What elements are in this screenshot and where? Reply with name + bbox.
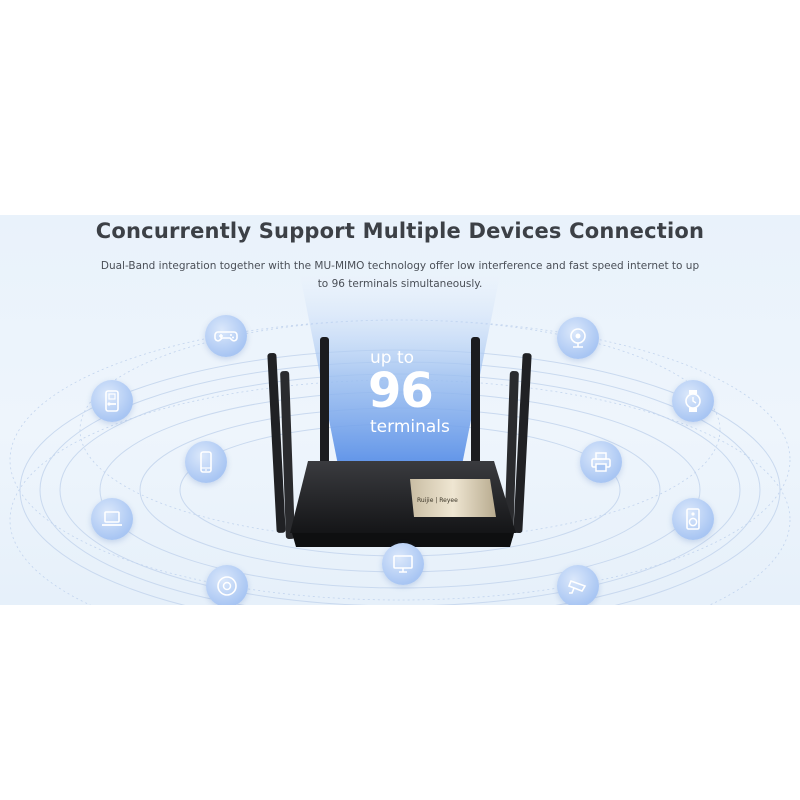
speaker-icon [686,508,700,530]
robot-vacuum-device [206,565,248,605]
security-camera-device [557,565,599,605]
stat-number: 96 [368,363,434,419]
stat-suffix: terminals [370,417,450,437]
smartwatch-icon [685,390,701,412]
laptop-icon [102,511,122,526]
webcam-icon [570,328,586,348]
desktop-monitor-device [382,543,424,585]
router-graphic: Ruijie | Reyee [267,337,532,547]
webcam-device [557,317,599,359]
smartphone-device [185,441,227,483]
gamepad-device [205,315,247,357]
feature-banner: Ruijie | Reyee Concurrently Support Mult… [0,215,800,605]
background-graphics: Ruijie | Reyee [9,275,791,605]
printer-device [580,441,622,483]
printer-icon [591,452,611,472]
laptop-device [91,498,133,540]
page-title: Concurrently Support Multiple Devices Co… [95,219,705,243]
smart-lock-icon [105,390,119,412]
smartphone-icon [200,451,212,473]
gamepad-icon [214,331,238,342]
page-subtitle: Dual-Band integration together with the … [100,260,700,290]
speaker-device [672,498,714,540]
desktop-monitor-icon [393,555,413,573]
security-camera-icon [567,579,587,594]
smart-lock-device [91,380,133,422]
router-badge-text: Ruijie | Reyee [417,497,458,504]
robot-vacuum-icon [217,576,237,596]
signal-beam [300,275,500,475]
stat-prefix: up to [370,348,415,368]
smartwatch-device [672,380,714,422]
